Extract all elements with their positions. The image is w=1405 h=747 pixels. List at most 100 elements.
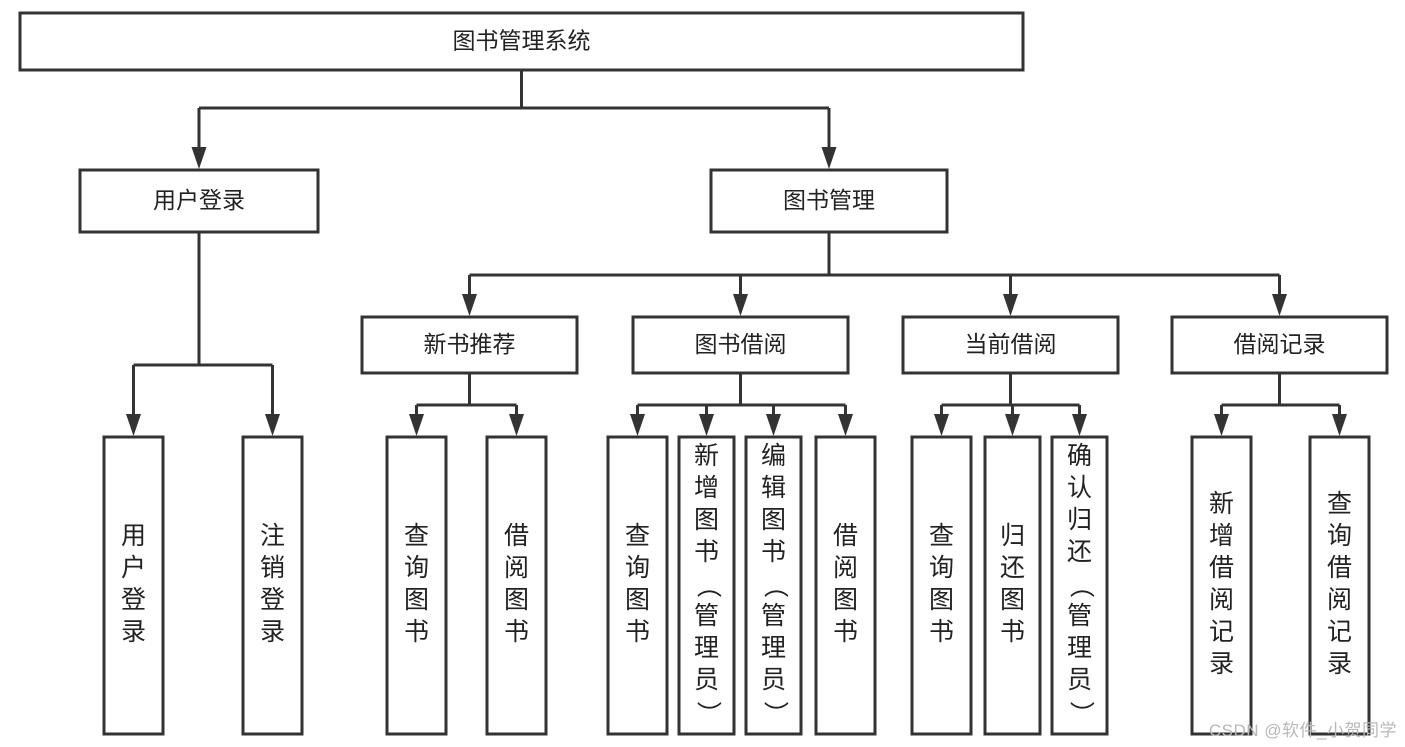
node-label-char: 询 [404,554,429,582]
node-box [485,435,548,736]
node-label-char: 归 [1067,506,1092,534]
node-label-char: 理 [761,634,786,662]
node-label-char: 登 [260,586,285,614]
node-new-book-rec[interactable]: 新书推荐 [360,315,579,375]
node-label-char: 录 [121,618,146,646]
node-borrow-record[interactable]: 借阅记录 [1170,315,1389,375]
connector-borrow-record [1214,373,1347,436]
node-label-char: 增 [1209,522,1234,550]
node-label-char: 图 [1000,586,1025,614]
node-label-char: 书 [625,618,650,646]
node-label-char: 书 [1000,618,1025,646]
node-label-char: ） [694,701,722,726]
node-box [709,168,949,234]
node-label-char: 员 [761,666,786,694]
node-label: 图书借阅 [695,331,787,357]
node-label-char: 书 [929,618,954,646]
connector-root [191,70,837,169]
node-box [983,435,1042,736]
node-label-char: （ [694,573,722,598]
node-label-char: 注 [260,522,285,550]
node-label-char: 新 [694,442,719,470]
node-label-char: 查 [625,522,650,550]
node-label-char: 查 [929,522,954,550]
node-current-borrow[interactable]: 当前借阅 [901,315,1120,375]
connector-user-login [126,232,280,436]
node-label-char: 询 [1327,522,1352,550]
node-box [18,11,1025,72]
node-label-char: 书 [761,538,786,566]
node-box [241,435,304,736]
node-label-char: 借 [833,522,858,550]
node-label-char: 记 [1209,618,1234,646]
node-label-char: 图 [761,506,786,534]
node-box [910,435,973,736]
node-label-char: 辑 [761,474,786,502]
connector-new-book-rec [409,373,524,436]
node-book-borrow[interactable]: 图书借阅 [631,315,850,375]
node-box [1308,435,1371,736]
node-box [631,315,850,375]
node-label-char: 书 [404,618,429,646]
node-label-char: 查 [404,522,429,550]
node-box [102,435,165,736]
node-label-char: 书 [694,538,719,566]
node-root[interactable]: 图书管理系统 [18,11,1025,72]
node-label-char: 录 [1209,650,1234,678]
node-label-char: 图 [929,586,954,614]
node-label-char: ） [1067,701,1095,726]
node-label-char: 借 [504,522,529,550]
node-label-char: 图 [625,586,650,614]
node-label-char: 确 [1067,442,1092,470]
node-label-char: 借 [1209,554,1234,582]
node-box [385,435,448,736]
node-label-char: 归 [1000,522,1025,550]
node-label-char: 借 [1327,554,1352,582]
node-label-char: 录 [260,618,285,646]
node-label-char: 图 [833,586,858,614]
node-label-char: 阅 [1209,586,1234,614]
node-label: 用户登录 [153,187,245,213]
node-label-char: 记 [1327,618,1352,646]
edge-layer [126,70,1347,436]
connector-current-borrow [934,373,1087,436]
node-label-char: 录 [1327,650,1352,678]
node-label-char: 登 [121,586,146,614]
node-box [901,315,1120,375]
node-label-char: （ [761,573,789,598]
node-box [1050,435,1109,736]
node-book-manage[interactable]: 图书管理 [709,168,949,234]
node-label-char: 图 [404,586,429,614]
node-box [677,435,736,736]
node-label-char: 阅 [833,554,858,582]
node-user-login[interactable]: 用户登录 [78,168,320,234]
node-label-char: 理 [1067,634,1092,662]
node-label: 当前借阅 [965,331,1057,357]
node-label-char: 还 [1067,538,1092,566]
node-label-char: 员 [694,666,719,694]
node-label-char: 询 [929,554,954,582]
node-label-char: 员 [1067,666,1092,694]
node-label-char: 户 [121,554,146,582]
node-label-char: 管 [761,602,786,630]
node-label-char: 图 [504,586,529,614]
node-label: 借阅记录 [1234,331,1326,357]
node-label-char: （ [1067,573,1095,598]
node-box [606,435,669,736]
node-label-char: 阅 [504,554,529,582]
node-leaf-user-login[interactable]: 用户登录 [102,435,165,736]
